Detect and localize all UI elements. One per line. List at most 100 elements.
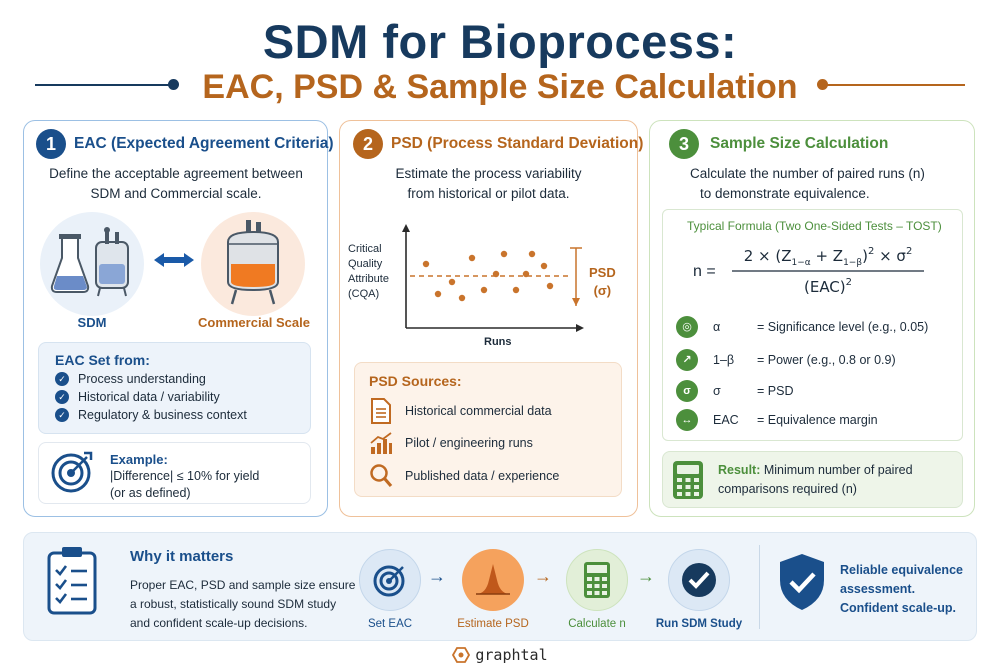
result-line: comparisons required (n) [718,482,857,496]
example-line: |Difference| ≤ 10% for yield [110,469,260,483]
legend-text: = Power (e.g., 0.8 or 0.9) [757,353,896,367]
check-icon: ✓ [55,408,69,422]
commercial-scale-label: Commercial Scale [197,315,310,330]
arrow-right-icon: → [637,566,655,586]
psd-scatter-chart [402,224,584,332]
sdm-vessels-icon [50,227,129,297]
target-icon: ◎ [676,316,698,338]
growth-icon: ↗ [676,349,698,371]
result-text: Minimum number of paired [760,463,913,477]
list-item-label: Process understanding [78,372,206,386]
psd-annotation-line: (σ) [593,283,612,298]
sample-size-description-line: Calculate the number of paired runs (n) [690,166,925,181]
legend-row-alpha: ◎ α = Significance level (e.g., 0.05) [676,316,928,338]
step-calculate-n-label: Calculate n [568,618,626,630]
eac-set-title: EAC Set from: [55,352,150,368]
target-icon [373,565,405,597]
hexagon-logo-icon [452,647,471,663]
cqa-axis-label-line: Quality [348,258,383,270]
psd-sources-title: PSD Sources: [369,373,462,389]
example-box: Example: |Difference| ≤ 10% for yield (o… [38,442,311,504]
runs-axis-label: Runs [484,336,512,348]
bottom-divider [759,545,760,629]
result-box: Result: Minimum number of paired compari… [662,451,963,508]
sigma-icon: σ [676,380,698,402]
check-icon: ✓ [55,372,69,386]
eac-set-box: EAC Set from: ✓ Process understanding ✓ Hi… [38,342,311,434]
document-icon [371,398,391,424]
step-run-sdm-study-label: Run SDM Study [655,618,743,630]
legend-symbol: EAC [713,413,739,427]
brand-name: graphtal [475,646,548,664]
formula-lhs: n = [693,263,716,280]
eac-card-title: EAC (Expected Agreement Criteria) [74,135,334,152]
tost-formula: 2 × (Z1−α + Z1−β)2 × σ2 (EAC)2 [732,246,924,296]
list-item-label: Historical commercial data [405,404,552,418]
cqa-axis-label-line: (CQA) [348,288,380,300]
cqa-axis-label-line: Critical [348,243,382,255]
commercial-vessel-icon [227,220,279,305]
psd-step-number: 2 [353,129,383,159]
cqa-axis-label-line: Attribute [348,273,389,285]
list-item: ✓ Regulatory & business context [55,408,247,422]
step-set-eac-label: Set EAC [367,618,413,630]
sample-size-card [649,120,975,517]
list-item-label: Pilot / engineering runs [405,436,533,450]
why-it-matters-text: Proper EAC, PSD and sample size ensure a… [130,576,355,633]
target-icon [51,451,93,493]
legend-text: = Equivalence margin [757,413,878,427]
check-icon: ✓ [55,390,69,404]
sample-size-step-number: 3 [669,129,699,159]
footer-brand: graphtal [0,646,1000,664]
list-item-label: Published data / experience [405,469,560,483]
sdm-label: SDM [77,315,107,330]
eac-card [23,120,328,517]
why-it-matters-title: Why it matters [130,548,234,565]
page-title: SDM for Bioprocess: [262,15,738,68]
psd-card-title: PSD (Process Standard Deviation) [391,135,644,152]
formula-box [662,209,963,441]
list-item: Published data / experience [369,463,559,489]
svg-text:(EAC)2: (EAC)2 [804,277,852,296]
magnifier-icon [370,464,393,488]
list-item: Historical commercial data [369,397,552,425]
psd-sigma-annotation: PSD (σ) [589,264,616,300]
cqa-axis-label: Critical Quality Attribute (CQA) [348,242,389,302]
checklist-icon [47,547,97,615]
double-arrow-icon [154,253,194,267]
psd-annotation-line: PSD [589,265,616,280]
calculator-icon [673,461,703,499]
legend-symbol: σ [713,384,721,398]
list-item-label: Historical data / variability [78,390,220,404]
psd-description: Estimate the process variability from hi… [345,164,632,204]
why-it-matters-line: a robust, statistically sound SDM study [130,597,337,611]
title-divider-left [35,84,173,86]
page-subtitle: EAC, PSD & Sample Size Calculation [202,68,798,106]
list-item-label: Regulatory & business context [78,408,247,422]
example-title: Example: [110,452,168,467]
legend-text: = PSD [757,384,794,398]
why-it-matters-line: and confident scale-up decisions. [130,616,308,630]
double-arrow-icon: ↔ [676,409,698,431]
result-label: Result: [718,463,761,477]
outcome-line: Confident scale-up. [840,601,956,615]
psd-sources-box: PSD Sources: Historical commercial data … [354,362,622,497]
calculator-icon [584,562,610,598]
bell-curve-icon [476,564,510,595]
legend-row-power: ↗ 1–β = Power (e.g., 0.8 or 0.9) [676,349,896,371]
eac-description: Define the acceptable agreement between … [30,164,322,204]
legend-symbol: 1–β [713,353,735,367]
result-line: Result: Minimum number of paired [718,463,913,477]
eac-description-line: Define the acceptable agreement between [49,166,303,181]
psd-description-line: from historical or pilot data. [407,186,570,201]
sample-size-description: Calculate the number of paired runs (n) … [690,164,926,204]
eac-step-number: 1 [36,129,66,159]
list-item: ✓ Process understanding [55,372,206,386]
sample-size-card-title: Sample Size Calculation [710,135,889,152]
shield-check-icon [780,554,824,610]
bar-chart-icon [370,432,392,454]
psd-description-line: Estimate the process variability [395,166,582,181]
legend-row-eac: ↔ EAC = Equivalence margin [676,409,878,431]
why-it-matters-line: Proper EAC, PSD and sample size ensure [130,578,356,592]
check-circle-icon [682,563,716,597]
